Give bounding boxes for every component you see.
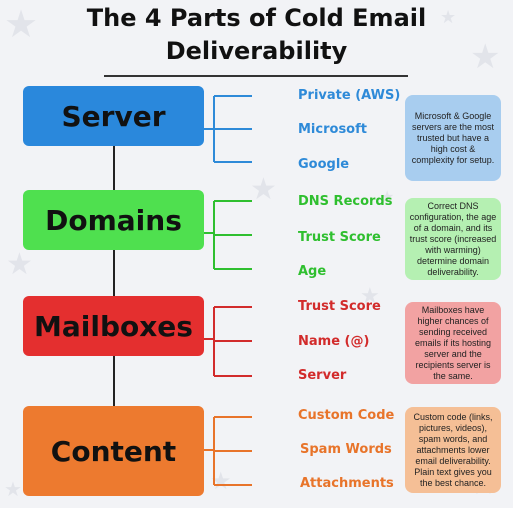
domains-box: Domains <box>23 190 204 250</box>
mailboxes-note: Mailboxes have higher chances of sending… <box>405 302 501 384</box>
server-note: Microsoft & Google servers are the most … <box>405 95 501 181</box>
content-box: Content <box>23 406 204 496</box>
star-icon: ★ <box>210 468 232 495</box>
server-box: Server <box>23 86 204 146</box>
star-icon: ★ <box>6 248 33 281</box>
star-icon: ★ <box>470 38 501 76</box>
domains-label: Domains <box>45 203 182 237</box>
content-note: Custom code (links, pictures, videos), s… <box>405 407 501 493</box>
star-icon: ★ <box>360 283 380 308</box>
content-bracket <box>204 416 252 486</box>
title-line-1: The 4 Parts of Cold Email <box>86 4 427 32</box>
connector-spine <box>113 140 115 440</box>
domains-item-trust-score: Trust Score <box>298 230 381 245</box>
star-icon: ★ <box>4 479 22 501</box>
mailboxes-item-trust-score: Trust Score <box>298 299 381 314</box>
content-item-attachments: Attachments <box>300 476 394 491</box>
content-item-custom-code: Custom Code <box>298 408 395 423</box>
mailboxes-label: Mailboxes <box>34 309 193 343</box>
star-icon: ★ <box>440 7 457 27</box>
content-label: Content <box>50 434 177 468</box>
title-divider <box>104 75 408 77</box>
title-line-2: Deliverability <box>165 37 348 65</box>
star-icon: ★ <box>250 173 277 206</box>
domains-item-dns-records: DNS Records <box>298 194 393 209</box>
mailboxes-item-name: Name (@) <box>298 334 370 349</box>
domains-note: Correct DNS configuration, the age of a … <box>405 198 501 280</box>
server-item-google: Google <box>298 157 350 172</box>
star-icon: ★ <box>4 4 39 46</box>
page-title: The 4 Parts of Cold Email Deliverability <box>0 2 513 68</box>
star-icon: ★ <box>380 189 395 206</box>
mailboxes-box: Mailboxes <box>23 296 204 356</box>
domains-bracket <box>204 200 252 270</box>
content-item-spam-words: Spam Words <box>300 442 392 457</box>
domains-item-age: Age <box>298 264 327 279</box>
mailboxes-item-server: Server <box>298 368 347 383</box>
mailboxes-bracket <box>204 306 252 377</box>
server-label: Server <box>61 99 166 133</box>
server-item-private-aws: Private (AWS) <box>298 88 401 103</box>
server-bracket <box>204 95 252 163</box>
server-item-microsoft: Microsoft <box>298 122 367 137</box>
